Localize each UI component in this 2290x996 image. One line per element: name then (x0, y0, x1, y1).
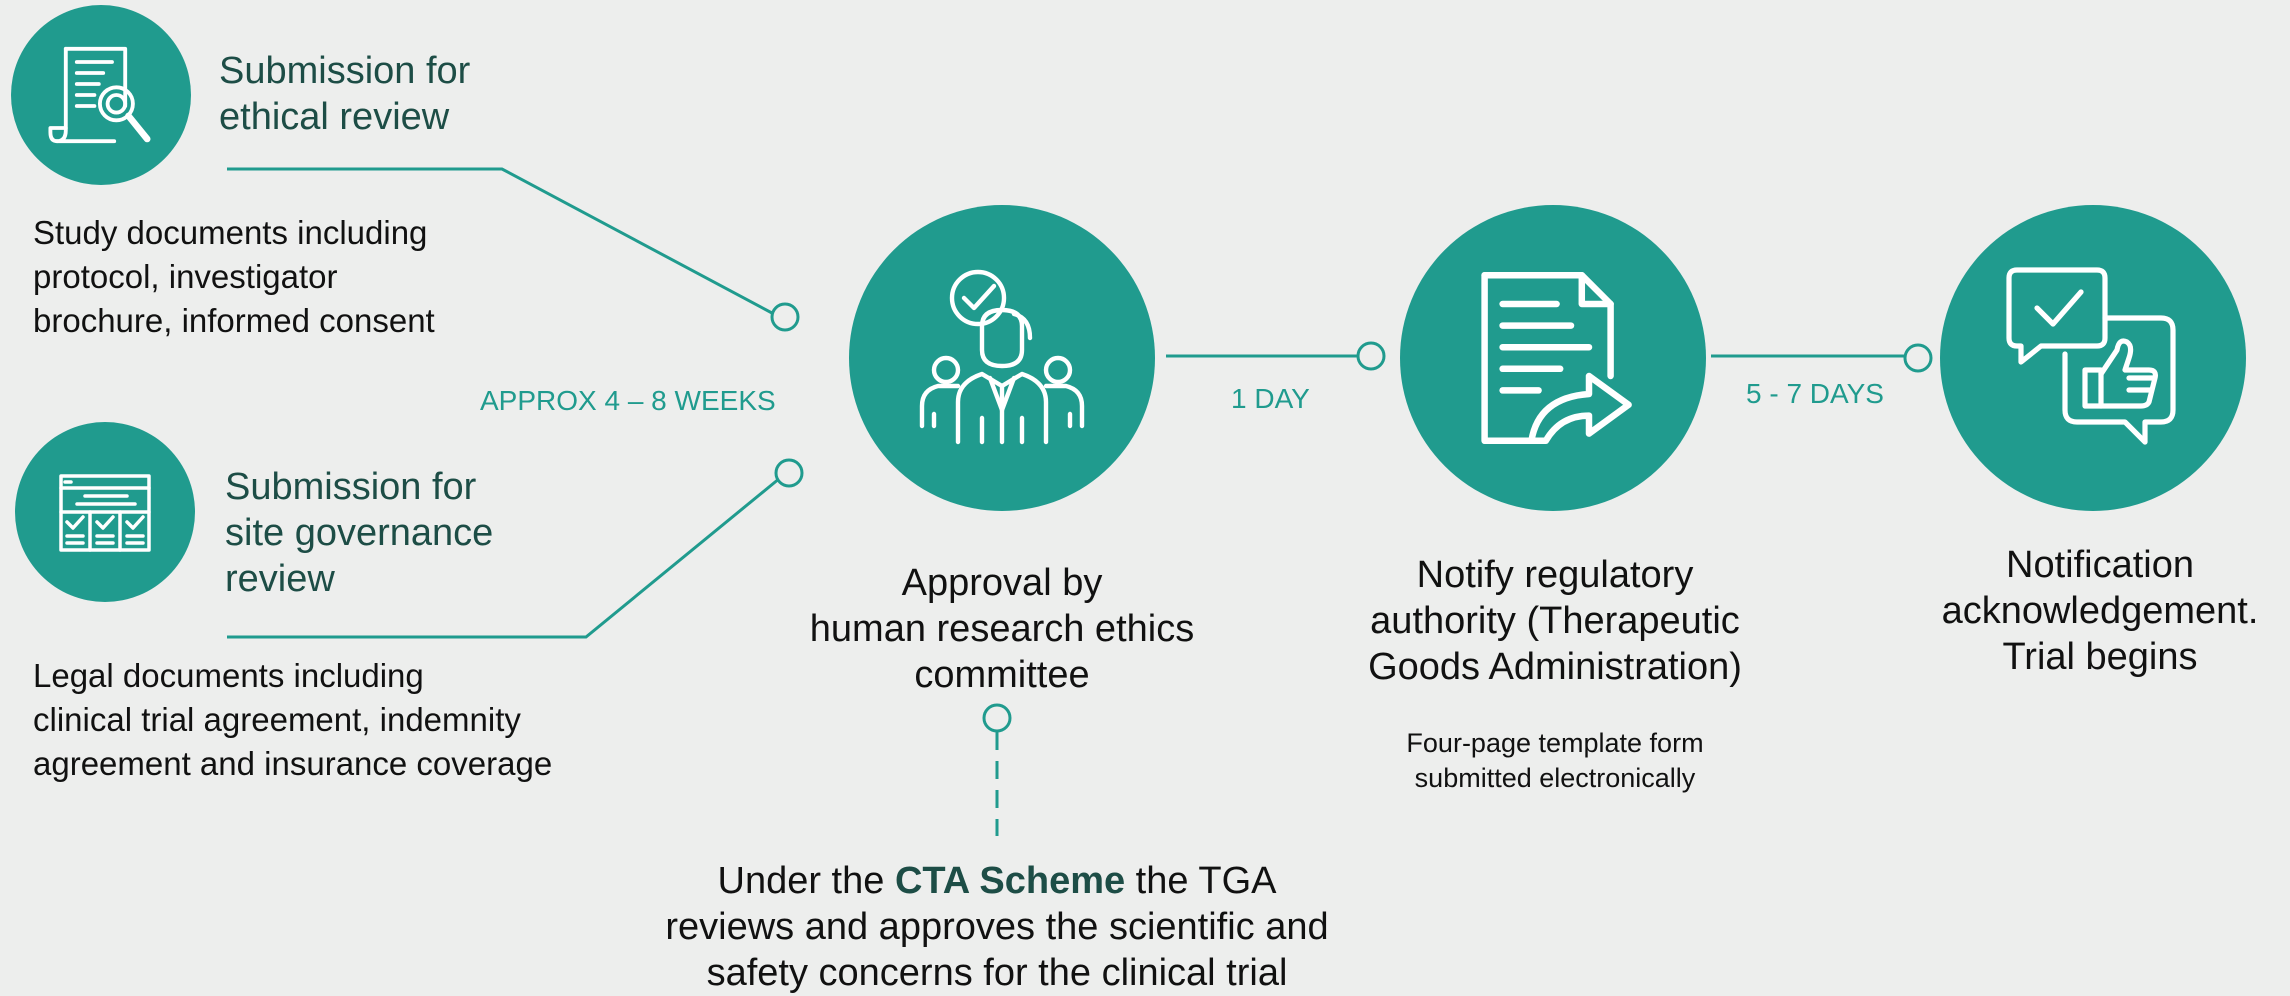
governance-title: Submission for site governance review (225, 464, 493, 602)
approval-label-line3: committee (914, 654, 1090, 696)
notify-circle (1400, 205, 1706, 511)
duration-submission-to-approval: APPROX 4 – 8 WEEKS (480, 385, 776, 416)
ethics-title: Submission for ethical review (219, 48, 470, 140)
governance-connector-node (774, 458, 804, 488)
cta-note-prefix: Under the (717, 860, 895, 902)
ethics-description: Study documents including protocol, inve… (33, 211, 435, 343)
notify-sublabel-line1: Four-page template form (1406, 728, 1704, 758)
cta-note-line1: Under the CTA Scheme the TGA (620, 858, 1374, 904)
ethics-desc-line1: Study documents including (33, 214, 428, 251)
duration-approval-to-notify: 1 DAY (1231, 383, 1310, 414)
notify-label-line3: Goods Administration) (1368, 646, 1742, 688)
approval-label: Approval by human research ethics commit… (775, 560, 1229, 698)
ethics-desc-line2: protocol, investigator (33, 258, 338, 295)
governance-desc-line1: Legal documents including (33, 657, 424, 694)
approval-label-line1: Approval by (901, 562, 1103, 604)
document-send-icon (1481, 271, 1632, 445)
checklist-form-icon (59, 474, 151, 552)
governance-title-line2: site governance (225, 512, 494, 554)
document-search-icon (48, 46, 151, 144)
notify-sublabel: Four-page template form submitted electr… (1330, 726, 1780, 796)
cta-scheme-term: CTA Scheme (894, 860, 1126, 902)
cta-note-suffix: the TGA (1125, 860, 1277, 902)
notify-connector-node (1356, 341, 1386, 371)
approval-label-line2: human research ethics (809, 608, 1195, 650)
governance-title-line1: Submission for (225, 466, 477, 508)
ethics-connector-node (770, 302, 800, 332)
cta-note-line3: safety concerns for the clinical trial (706, 952, 1288, 994)
acknowledgement-label-line2: acknowledgement. (1941, 590, 2259, 632)
duration-notify-to-acknowledge: 5 - 7 DAYS (1746, 378, 1884, 409)
governance-desc-line2: clinical trial agreement, indemnity (33, 701, 521, 738)
notify-label-line2: authority (Therapeutic (1370, 600, 1740, 642)
ethics-review-circle (11, 5, 191, 185)
chat-approval-icon (2006, 267, 2176, 445)
approval-circle (849, 205, 1155, 511)
notify-sublabel-line2: submitted electronically (1414, 763, 1696, 793)
governance-description: Legal documents including clinical trial… (33, 654, 552, 786)
cta-scheme-note: Under the CTA Scheme the TGA reviews and… (620, 858, 1374, 996)
cta-note-line2: reviews and approves the scientific and (665, 906, 1329, 948)
ethics-desc-line3: brochure, informed consent (33, 302, 435, 339)
ethics-title-line1: Submission for (219, 50, 471, 92)
ethics-title-line2: ethical review (219, 96, 450, 138)
acknowledgement-label: Notification acknowledgement. Trial begi… (1915, 542, 2285, 680)
acknowledgement-label-line1: Notification (2006, 544, 2194, 586)
acknowledgement-circle (1940, 205, 2246, 511)
governance-title-line3: review (225, 558, 335, 600)
notify-label-line1: Notify regulatory (1416, 554, 1694, 596)
committee-approval-icon (919, 269, 1085, 445)
ack-connector-node (1903, 343, 1933, 373)
governance-review-circle (15, 422, 195, 602)
ethics-connector-line (227, 167, 773, 315)
governance-desc-line3: agreement and insurance coverage (33, 745, 553, 782)
notify-label: Notify regulatory authority (Therapeutic… (1330, 552, 1780, 690)
governance-connector-line (227, 476, 781, 639)
acknowledgement-label-line3: Trial begins (2002, 636, 2198, 678)
approval-note-node (982, 703, 1012, 733)
